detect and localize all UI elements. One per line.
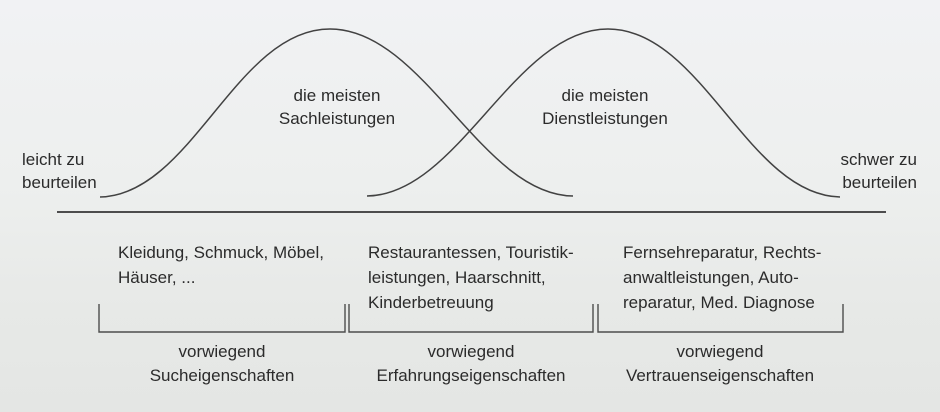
bell-curve-sachleistungen [99, 28, 574, 198]
example-line: leistungen, Haarschnitt, [368, 268, 546, 287]
example-line: Kleidung, Schmuck, Möbel, [118, 243, 324, 262]
bracket-sucheigenschaften [98, 304, 346, 333]
label-line: beurteilen [22, 173, 97, 192]
label-die-meisten-dienstleistungen: die meisten Dienstleistungen [480, 84, 730, 130]
example-line: Fernsehreparatur, Rechts- [623, 243, 822, 262]
example-line: Kinderbetreuung [368, 293, 494, 312]
label-schwer-zu-beurteilen: schwer zu beurteilen [767, 148, 917, 194]
bracket-erfahrungseigenschaften [348, 304, 594, 333]
label-line: die meisten [561, 86, 649, 105]
example-line: Häuser, ... [118, 268, 196, 287]
example-line: Restaurantessen, Touristik- [368, 243, 574, 262]
label-die-meisten-sachleistungen: die meisten Sachleistungen [212, 84, 462, 130]
example-line: anwaltleistungen, Auto- [623, 268, 799, 287]
label-line: Dienstleistungen [542, 109, 668, 128]
bracket-label-sucheigenschaften: vorwiegend Sucheigenschaften [82, 340, 362, 388]
label-line: Sachleistungen [278, 109, 396, 128]
label-line: leicht zu [22, 150, 85, 169]
label-line: vorwiegend [178, 342, 266, 361]
bracket-label-erfahrungseigenschaften: vorwiegend Erfahrungseigenschaften [331, 340, 611, 388]
label-line: schwer zu [840, 150, 917, 169]
label-line: vorwiegend [427, 342, 515, 361]
label-line: Erfahrungseigenschaften [376, 366, 566, 385]
example-line: reparatur, Med. Diagnose [623, 293, 815, 312]
examples-vertrauenseigenschaften: Fernsehreparatur, Rechts- anwaltleistung… [623, 240, 821, 315]
label-line: Sucheigenschaften [149, 366, 295, 385]
label-line: Vertrauenseigenschaften [625, 366, 815, 385]
label-line: vorwiegend [676, 342, 764, 361]
label-line: die meisten [293, 86, 381, 105]
bracket-label-vertrauenseigenschaften: vorwiegend Vertrauenseigenschaften [580, 340, 860, 388]
examples-sucheigenschaften: Kleidung, Schmuck, Möbel, Häuser, ... [118, 240, 324, 290]
bell-curve-dienstleistungen [366, 28, 841, 198]
label-line: beurteilen [842, 173, 917, 192]
bracket-vertrauenseigenschaften [597, 304, 844, 333]
examples-erfahrungseigenschaften: Restaurantessen, Touristik- leistungen, … [368, 240, 574, 315]
label-leicht-zu-beurteilen: leicht zu beurteilen [22, 148, 97, 194]
